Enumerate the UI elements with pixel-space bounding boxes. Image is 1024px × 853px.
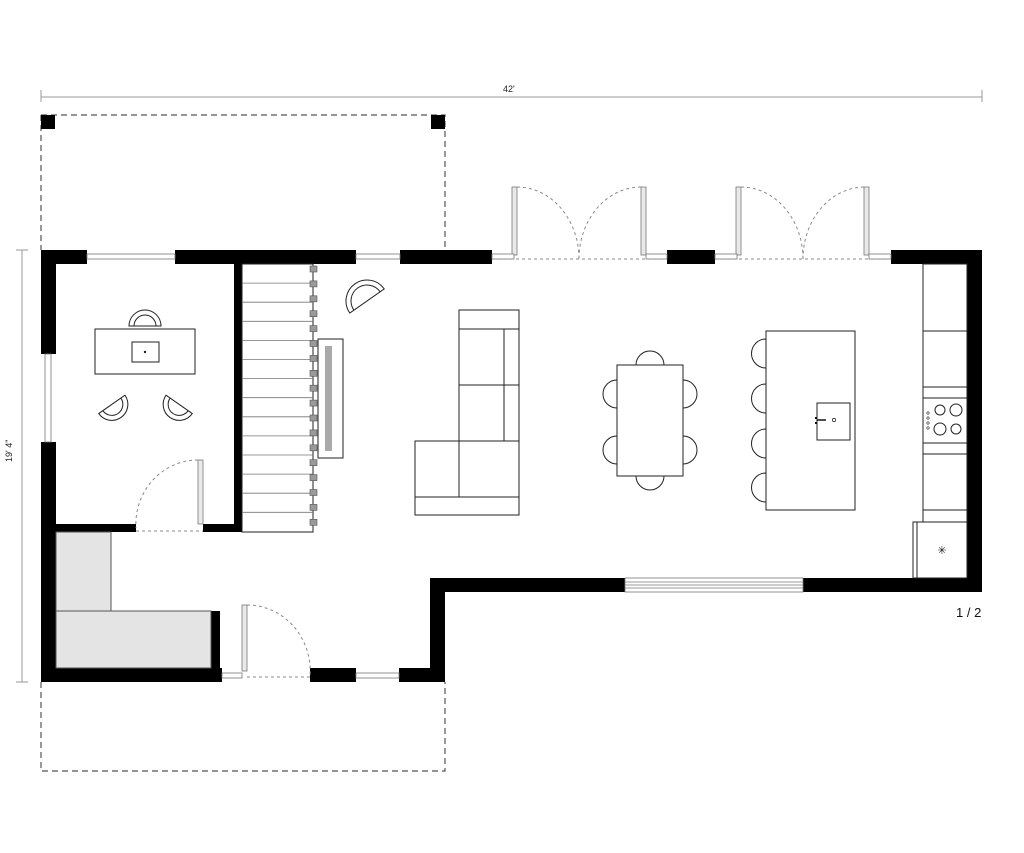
media-console [317, 338, 344, 459]
armchair [345, 279, 385, 314]
window-entry [355, 672, 400, 679]
desk-chair [128, 309, 162, 327]
entry-door[interactable] [221, 604, 311, 679]
snowflake-icon: ✳ [937, 544, 946, 557]
rear-porch [40, 114, 446, 250]
window-living-top [355, 253, 401, 260]
window-kitchen-bottom [624, 577, 804, 593]
depth-dimension-label: 19' 4" [4, 439, 14, 462]
front-porch [40, 682, 446, 772]
interior-walls [56, 264, 242, 668]
window-office-left [44, 353, 52, 443]
porch-post [41, 115, 55, 129]
dimension-width-line [40, 90, 983, 102]
kitchen-island [751, 330, 856, 511]
kitchen-counters [922, 263, 968, 523]
dining-table [616, 364, 684, 477]
refrigerator: ✳ [912, 521, 968, 579]
staircase[interactable] [241, 263, 318, 533]
windows [44, 253, 804, 679]
exterior-walls [41, 250, 982, 682]
built-in-bench [55, 531, 212, 669]
sectional-sofa [414, 309, 520, 516]
dimension-height-line [16, 249, 28, 683]
lounge-chair-left [98, 394, 129, 421]
office-desk [94, 328, 196, 375]
window-office-top [86, 253, 176, 260]
page-indicator: 1 / 2 [956, 605, 982, 620]
cooktop [926, 403, 963, 436]
porch-post [431, 115, 445, 129]
width-dimension-label: 42' [503, 84, 515, 94]
office-door[interactable] [135, 459, 204, 532]
lounge-chair-right [162, 394, 193, 421]
french-door-right[interactable] [714, 186, 892, 260]
dining-set [602, 350, 698, 491]
french-door-left[interactable] [491, 186, 668, 260]
